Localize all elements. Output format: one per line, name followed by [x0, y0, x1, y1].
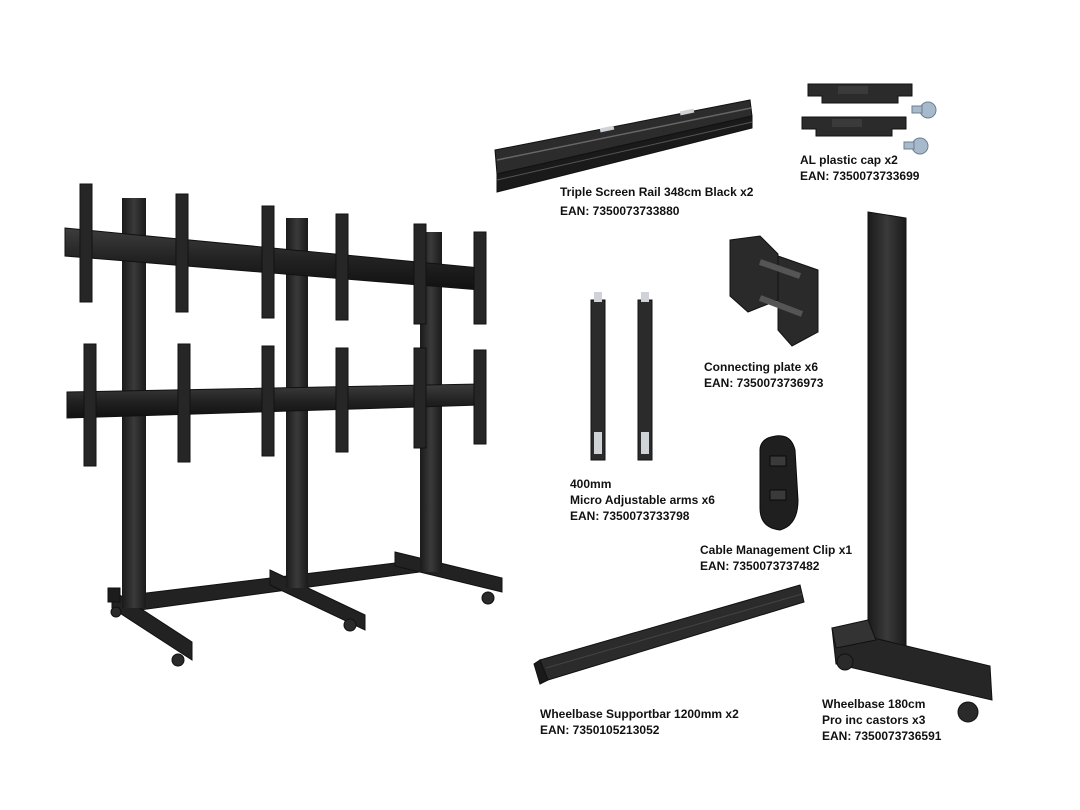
plate-name: Connecting plate x6 [704, 360, 819, 374]
supportbar-ean: EAN: 7350105213052 [540, 723, 660, 737]
clip-caption: Cable Management Clip x1 EAN: 7350073737… [700, 542, 852, 574]
stand-arm [83, 343, 487, 467]
wheelbase-part [831, 211, 993, 723]
rail-caption: Triple Screen Rail 348cm Black x2 EAN: 7… [560, 184, 753, 219]
supportbar-caption: Wheelbase Supportbar 1200mm x2 EAN: 7350… [540, 706, 739, 738]
wheelbase-ean: EAN: 7350073736591 [822, 729, 942, 743]
stand-arm [79, 183, 487, 325]
supportbar-name: Wheelbase Supportbar 1200mm x2 [540, 707, 739, 721]
cap-caption: AL plastic cap x2 EAN: 7350073733699 [800, 152, 919, 184]
arms-caption: 400mm Micro Adjustable arms x6 EAN: 7350… [570, 476, 715, 524]
plate-caption: Connecting plate x6 EAN: 7350073736973 [704, 359, 823, 391]
arms-part [590, 292, 653, 461]
cap-part [801, 83, 937, 155]
rail-ean: EAN: 7350073733880 [560, 204, 680, 218]
clip-ean: EAN: 7350073737482 [700, 559, 820, 573]
wheelbase-caption: Wheelbase 180cm Pro inc castors x3 EAN: … [822, 696, 941, 744]
cap-name: AL plastic cap x2 [800, 153, 898, 167]
rail-name: Triple Screen Rail 348cm Black x2 [560, 185, 754, 199]
arms-name: Micro Adjustable arms x6 [570, 493, 715, 507]
clip-part [759, 435, 799, 531]
clip-name: Cable Management Clip x1 [700, 543, 853, 557]
rail-part [494, 99, 753, 193]
cap-ean: EAN: 7350073733699 [800, 169, 920, 183]
stand-castor [110, 591, 495, 667]
arms-size: 400mm [570, 477, 612, 491]
assembled-stand [64, 183, 503, 667]
wheelbase-name2: Pro inc castors x3 [822, 713, 926, 727]
castor-icon [836, 653, 979, 723]
plate-ean: EAN: 7350073736973 [704, 376, 824, 390]
arms-ean: EAN: 7350073733798 [570, 509, 690, 523]
screw-icon [903, 101, 937, 155]
connecting-plate-part [729, 235, 819, 347]
supportbar-part [533, 584, 805, 685]
wheelbase-name: Wheelbase 180cm [822, 697, 926, 711]
